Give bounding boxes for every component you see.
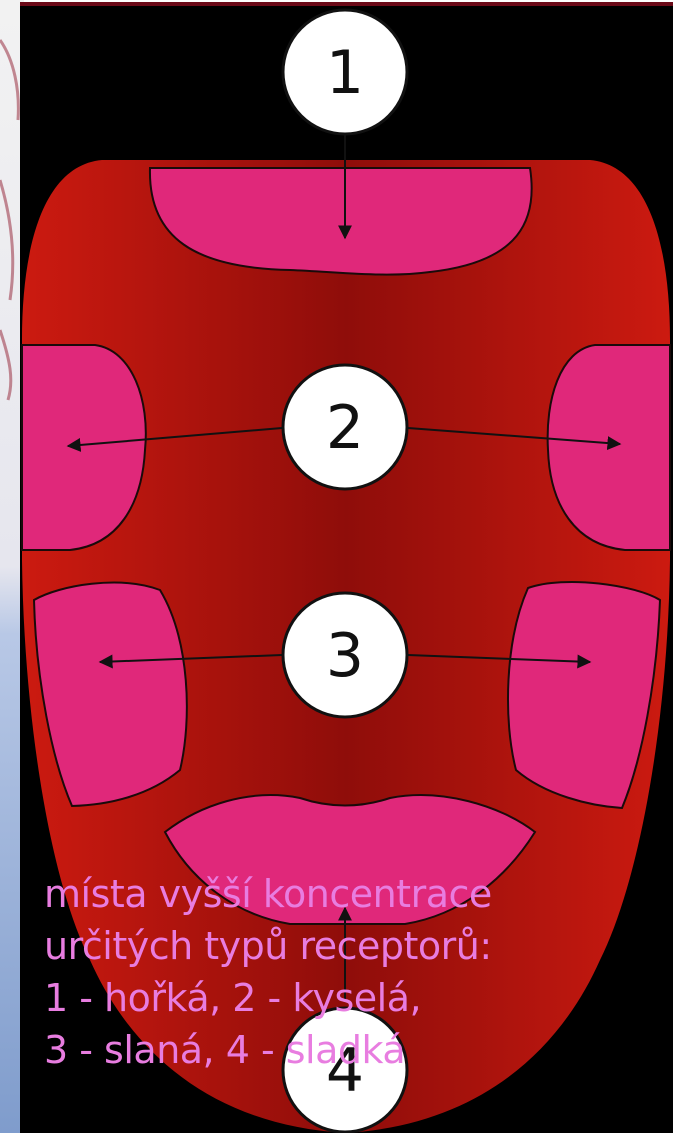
receptor-zone-2-left [21, 344, 147, 551]
caption: místa vyšší koncentrace určitých typů re… [44, 868, 664, 1076]
receptor-zone-1 [148, 167, 533, 276]
marker-4-label: 4 [326, 1036, 364, 1106]
caption-line-1: místa vyšší koncentrace [44, 872, 492, 916]
marker-1-label: 1 [326, 38, 364, 108]
marker-3: 3 [281, 591, 409, 719]
arrow-3-left [98, 654, 283, 669]
caption-line-2: určitých typů receptorů: [44, 924, 492, 968]
marker-2: 2 [281, 363, 409, 491]
background-sketch-lines [0, 39, 20, 401]
receptor-zone-3-right [507, 581, 662, 810]
caption-line-3: 1 - hořká, 2 - kyselá, [44, 976, 422, 1020]
caption-line-4: 3 - slaná, 4 - sladká [44, 1028, 406, 1072]
arrow-3-right [407, 654, 592, 669]
receptor-zone-3-left [32, 581, 188, 808]
marker-3-label: 3 [326, 621, 364, 691]
marker-2-label: 2 [326, 393, 364, 463]
marker-1: 1 [281, 8, 409, 136]
marker-4: 4 [281, 1006, 409, 1134]
receptor-zone-4 [163, 794, 537, 925]
arrow-2-left [66, 427, 283, 452]
arrow-2-right [407, 427, 622, 451]
